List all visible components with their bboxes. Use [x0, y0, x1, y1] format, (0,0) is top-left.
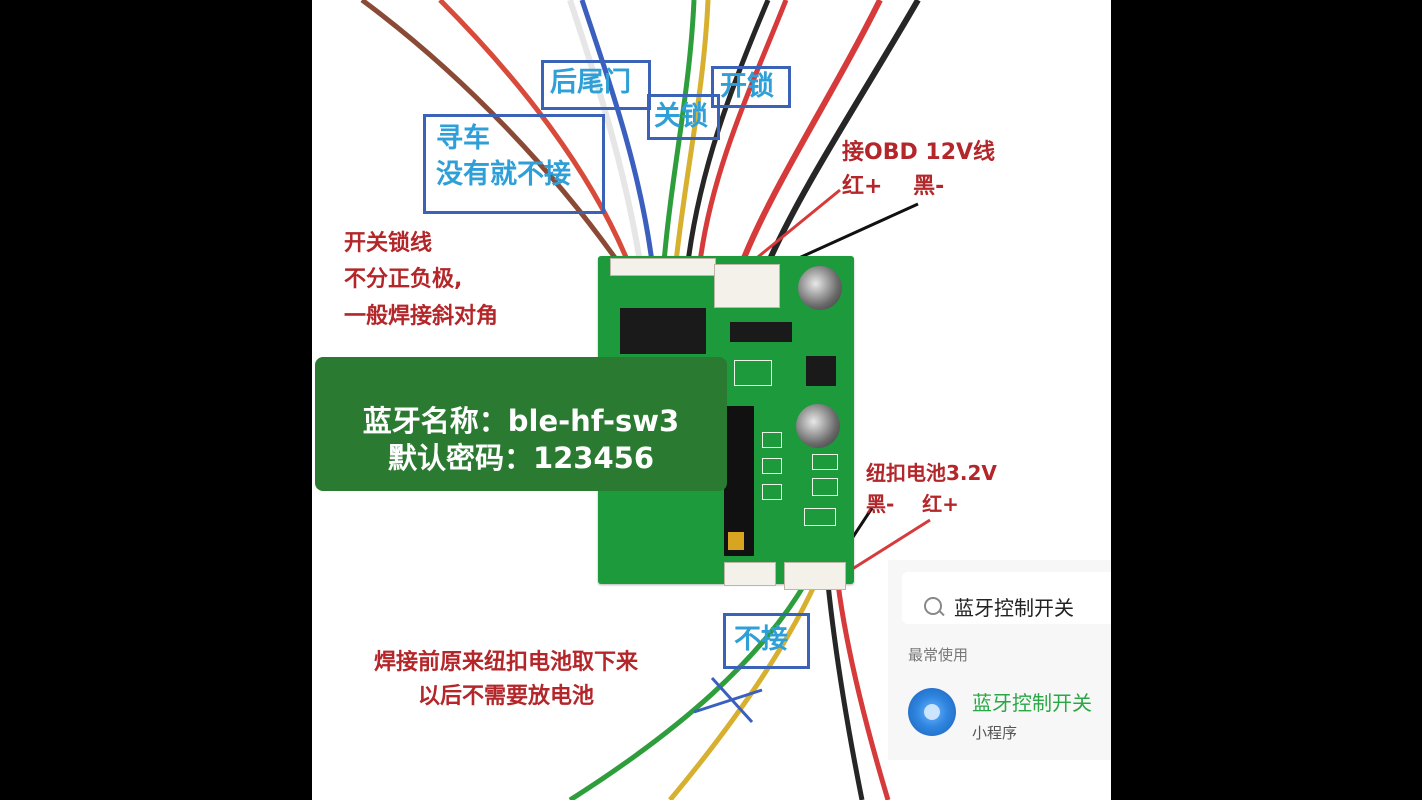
- annotation-weld-note: 焊接前原来纽扣电池取下来 以后不需要放电池: [336, 646, 676, 714]
- bluetooth-module: [724, 406, 754, 556]
- cross-mark-1: [693, 688, 763, 714]
- regulator-u2: [806, 356, 836, 386]
- annotation-weld-line2: 以后不需要放电池: [417, 684, 594, 710]
- connector-8pin: [610, 258, 716, 276]
- label-find-car: 寻车 没有就不接: [423, 114, 605, 214]
- label-lock: 关锁: [647, 94, 720, 140]
- ic-chip: [620, 308, 706, 354]
- label-unlock: 开锁: [711, 66, 791, 108]
- search-box[interactable]: 蓝牙控制开关: [902, 572, 1111, 624]
- annotation-obd-line2: 红+ 黑-: [842, 174, 945, 200]
- default-password: 默认密码：123456: [387, 441, 655, 476]
- wire-obd-red: [737, 0, 883, 270]
- wire-bottom-black: [825, 583, 865, 800]
- label-not-connect: 不接: [723, 613, 810, 669]
- annotation-obd-line1: 接OBD 12V线: [842, 140, 996, 165]
- annotation-weld-line1: 焊接前原来纽扣电池取下来: [373, 650, 638, 675]
- pad-row-1: [762, 432, 782, 448]
- label-unlock-text: 开锁: [720, 71, 774, 102]
- wire-bottom-green: [568, 580, 809, 800]
- connector-battery: [784, 562, 846, 590]
- pad-row-6: [804, 508, 836, 526]
- wire-red-2: [697, 0, 789, 263]
- pad-row-5: [812, 478, 838, 496]
- annotation-switch-line1: 开关锁线: [344, 231, 433, 256]
- wire-white: [567, 0, 643, 263]
- bluetooth-app-icon[interactable]: [908, 688, 956, 736]
- search-icon: [924, 597, 942, 615]
- label-find-car-line2: 没有就不接: [436, 159, 571, 191]
- wire-brown: [360, 0, 621, 264]
- label-find-car-line1: 寻车: [436, 123, 490, 154]
- annotation-obd: 接OBD 12V线 红+ 黑-: [842, 136, 995, 204]
- capacitor-c5: [796, 404, 840, 448]
- connector-obd: [714, 264, 780, 308]
- annotation-coin-battery: 纽扣电池3.2V 黑- 红+: [866, 458, 997, 520]
- bluetooth-info-banner: 蓝牙名称：ble-hf-sw3 默认密码：123456: [315, 357, 727, 491]
- pad-row-3: [762, 484, 782, 500]
- cross-mark-2: [710, 676, 754, 724]
- capacitor-c7: [798, 266, 842, 310]
- search-input[interactable]: 蓝牙控制开关: [954, 596, 1074, 620]
- pad-j5: [734, 360, 772, 386]
- wire-green: [661, 0, 697, 263]
- label-tailgate: 后尾门: [541, 60, 651, 110]
- annotation-coin-line2: 黑- 红+: [866, 492, 959, 516]
- connector-nfc: [724, 562, 776, 586]
- recent-section-label: 最常使用: [908, 646, 969, 664]
- letterbox-left: [0, 0, 312, 800]
- annotation-switch-line2: 不分正负极,: [344, 267, 463, 293]
- pad-row-4: [812, 454, 838, 470]
- wire-bottom-red: [835, 583, 891, 800]
- component-yellow: [728, 532, 744, 550]
- wire-bottom-yellow: [668, 580, 819, 800]
- mini-program-search-panel: 蓝牙控制开关 最常使用 蓝牙控制开关 小程序: [888, 560, 1111, 760]
- bluetooth-name: 蓝牙名称：ble-hf-sw3: [362, 404, 680, 438]
- pad-row-2: [762, 458, 782, 474]
- app-result-name[interactable]: 蓝牙控制开关: [972, 691, 1092, 715]
- letterbox-right: [1111, 0, 1422, 800]
- app-result-type: 小程序: [972, 724, 1018, 742]
- wire-red-1: [438, 0, 631, 263]
- pcb-board: [598, 256, 854, 584]
- annotation-switch-wire: 开关锁线 不分正负极, 一般焊接斜对角: [344, 226, 498, 335]
- label-not-connect-text: 不接: [734, 624, 788, 655]
- annotation-switch-line3: 一般焊接斜对角: [344, 303, 499, 329]
- wire-obd-black: [763, 0, 921, 270]
- wire-blue: [579, 0, 655, 263]
- wire-yellow: [673, 0, 711, 263]
- diode-d13: [730, 322, 792, 342]
- label-lock-text: 关锁: [654, 101, 708, 132]
- annotation-coin-line1: 纽扣电池3.2V: [866, 461, 997, 485]
- label-tailgate-text: 后尾门: [550, 67, 631, 98]
